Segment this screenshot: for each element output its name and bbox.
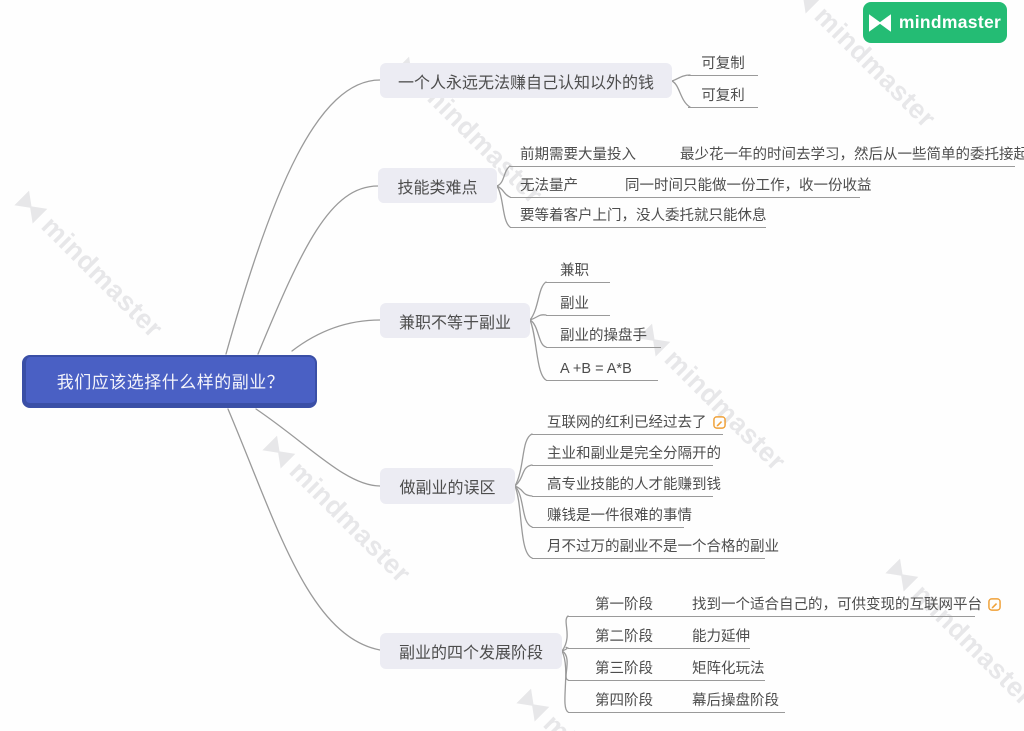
mindmaster-logo-icon	[885, 558, 919, 592]
subtopic-detail[interactable]: 矩阵化玩法	[692, 661, 765, 677]
note-icon[interactable]	[712, 416, 726, 435]
subtopic-label: 互联网的红利已经过去了	[547, 415, 707, 431]
branch-topic[interactable]: 技能类难点	[378, 168, 497, 203]
watermark: mindmaster	[513, 685, 671, 731]
root-topic[interactable]: 我们应该选择什么样的副业？	[22, 355, 317, 408]
subtopic-label: 副业的操盘手	[560, 328, 647, 344]
subtopic-label: 要等着客户上门，没人委托就只能休息	[520, 208, 767, 224]
subtopic[interactable]: 第二阶段 能力延伸	[568, 628, 750, 649]
subtopic-label: 第二阶段	[595, 629, 653, 645]
subtopic[interactable]: 兼职	[546, 262, 610, 283]
subtopic[interactable]: 副业	[546, 295, 610, 316]
subtopic-detail[interactable]: 找到一个适合自己的，可供变现的互联网平台	[692, 596, 1001, 617]
mindmaster-logo-icon	[803, 0, 821, 14]
subtopic-label: 兼职	[560, 263, 589, 279]
branch-topic-label: 技能类难点	[397, 179, 478, 197]
subtopic[interactable]: 副业的操盘手	[546, 327, 661, 348]
subtopic[interactable]: 可复利	[688, 87, 758, 108]
branch-topic-label: 兼职不等于副业	[398, 314, 511, 332]
subtopic[interactable]: 互联网的红利已经过去了	[532, 414, 726, 435]
subtopic[interactable]: 第三阶段 矩阵化玩法	[568, 660, 765, 681]
subtopic[interactable]: 赚钱是一件很难的事情	[532, 507, 692, 528]
subtopic[interactable]: 前期需要大量投入 最少花一年的时间去学习，然后从一些简单的委托接起	[510, 146, 1024, 167]
subtopic-detail[interactable]: 幕后操盘阶段	[692, 693, 779, 709]
subtopic[interactable]: 高专业技能的人才能赚到钱	[532, 476, 721, 497]
subtopic-label: 第四阶段	[595, 693, 653, 709]
mindmaster-brand-badge[interactable]: mindmaster	[863, 2, 1007, 43]
watermark: mindmaster	[784, 0, 942, 134]
branch-topic[interactable]: 兼职不等于副业	[380, 303, 530, 338]
mindmaster-logo-icon	[516, 688, 550, 722]
subtopic[interactable]: 第四阶段 幕后操盘阶段	[568, 692, 785, 713]
subtopic-label: 主业和副业是完全分隔开的	[547, 446, 721, 462]
root-topic-label: 我们应该选择什么样的副业？	[56, 372, 285, 392]
mindmaster-logo-icon	[868, 13, 891, 32]
subtopic-label: 月不过万的副业不是一个合格的副业	[547, 539, 779, 555]
watermark-text: mindmaster	[35, 210, 169, 344]
subtopic-label: 赚钱是一件很难的事情	[547, 508, 692, 524]
subtopic-label: 前期需要大量投入	[520, 147, 636, 163]
subtopic-detail-label: 找到一个适合自己的，可供变现的互联网平台	[692, 597, 982, 613]
subtopic[interactable]: 要等着客户上门，没人委托就只能休息	[510, 207, 767, 228]
branch-topic[interactable]: 副业的四个发展阶段	[380, 633, 562, 669]
subtopic-label: A +B = A*B	[560, 361, 632, 377]
subtopic-label: 副业	[560, 296, 589, 312]
subtopic-detail[interactable]: 最少花一年的时间去学习，然后从一些简单的委托接起	[680, 147, 1024, 163]
branch-topic-label: 一个人永远无法赚自己认知以外的钱	[397, 74, 654, 92]
subtopic[interactable]: 月不过万的副业不是一个合格的副业	[532, 538, 779, 559]
branch-topic[interactable]: 做副业的误区	[380, 468, 515, 504]
subtopic[interactable]: A +B = A*B	[546, 360, 658, 381]
subtopic-label: 第三阶段	[595, 661, 653, 677]
subtopic-label: 可复利	[701, 88, 745, 104]
mindmaster-logo-icon	[14, 190, 48, 224]
watermark: mindmaster	[259, 432, 417, 590]
subtopic-detail[interactable]: 能力延伸	[692, 629, 750, 645]
branch-topic[interactable]: 一个人永远无法赚自己认知以外的钱	[380, 63, 672, 98]
subtopic[interactable]: 可复制	[688, 55, 758, 76]
watermark: mindmaster	[882, 555, 1024, 713]
note-icon[interactable]	[988, 598, 1001, 617]
subtopic-label: 无法量产	[520, 178, 578, 194]
subtopic-label: 高专业技能的人才能赚到钱	[547, 477, 721, 493]
watermark: mindmaster	[11, 187, 169, 345]
mindmaster-logo-icon	[637, 323, 671, 357]
subtopic-label: 可复制	[701, 56, 745, 72]
subtopic-label: 第一阶段	[595, 597, 653, 613]
mindmaster-logo-icon	[262, 435, 296, 469]
subtopic-detail[interactable]: 同一时间只能做一份工作，收一份收益	[625, 178, 872, 194]
watermark: mindmaster	[634, 320, 792, 478]
branch-topic-label: 副业的四个发展阶段	[398, 645, 543, 662]
subtopic[interactable]: 主业和副业是完全分隔开的	[532, 445, 721, 466]
branch-topic-label: 做副业的误区	[399, 480, 496, 497]
subtopic[interactable]: 无法量产 同一时间只能做一份工作，收一份收益	[510, 177, 872, 198]
brand-badge-label: mindmaster	[898, 12, 1002, 32]
subtopic[interactable]: 第一阶段 找到一个适合自己的，可供变现的互联网平台	[568, 596, 1001, 617]
